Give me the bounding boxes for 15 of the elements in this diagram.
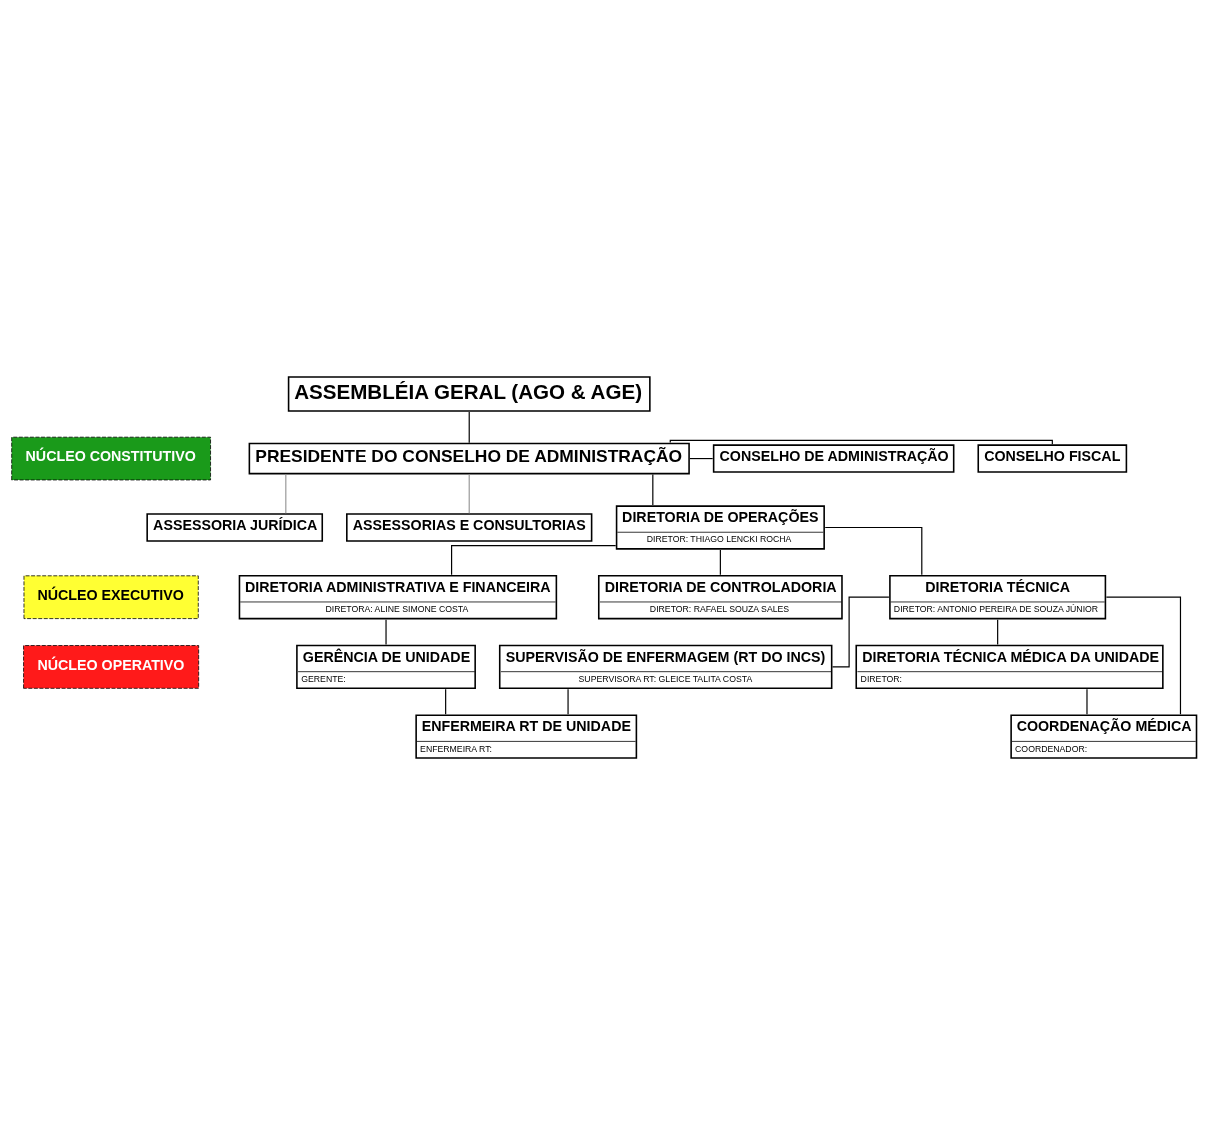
connector [1105,596,1182,715]
connector [652,473,654,506]
connector [997,619,999,646]
connector [669,439,1053,445]
connector [824,526,923,576]
connector [451,545,617,576]
connector [468,411,470,444]
connector [385,619,387,646]
connector [719,549,721,576]
connector [1086,688,1088,715]
connector [567,688,569,715]
connector [689,457,714,460]
connector [468,473,470,514]
connector [285,473,287,514]
connector [445,688,447,715]
